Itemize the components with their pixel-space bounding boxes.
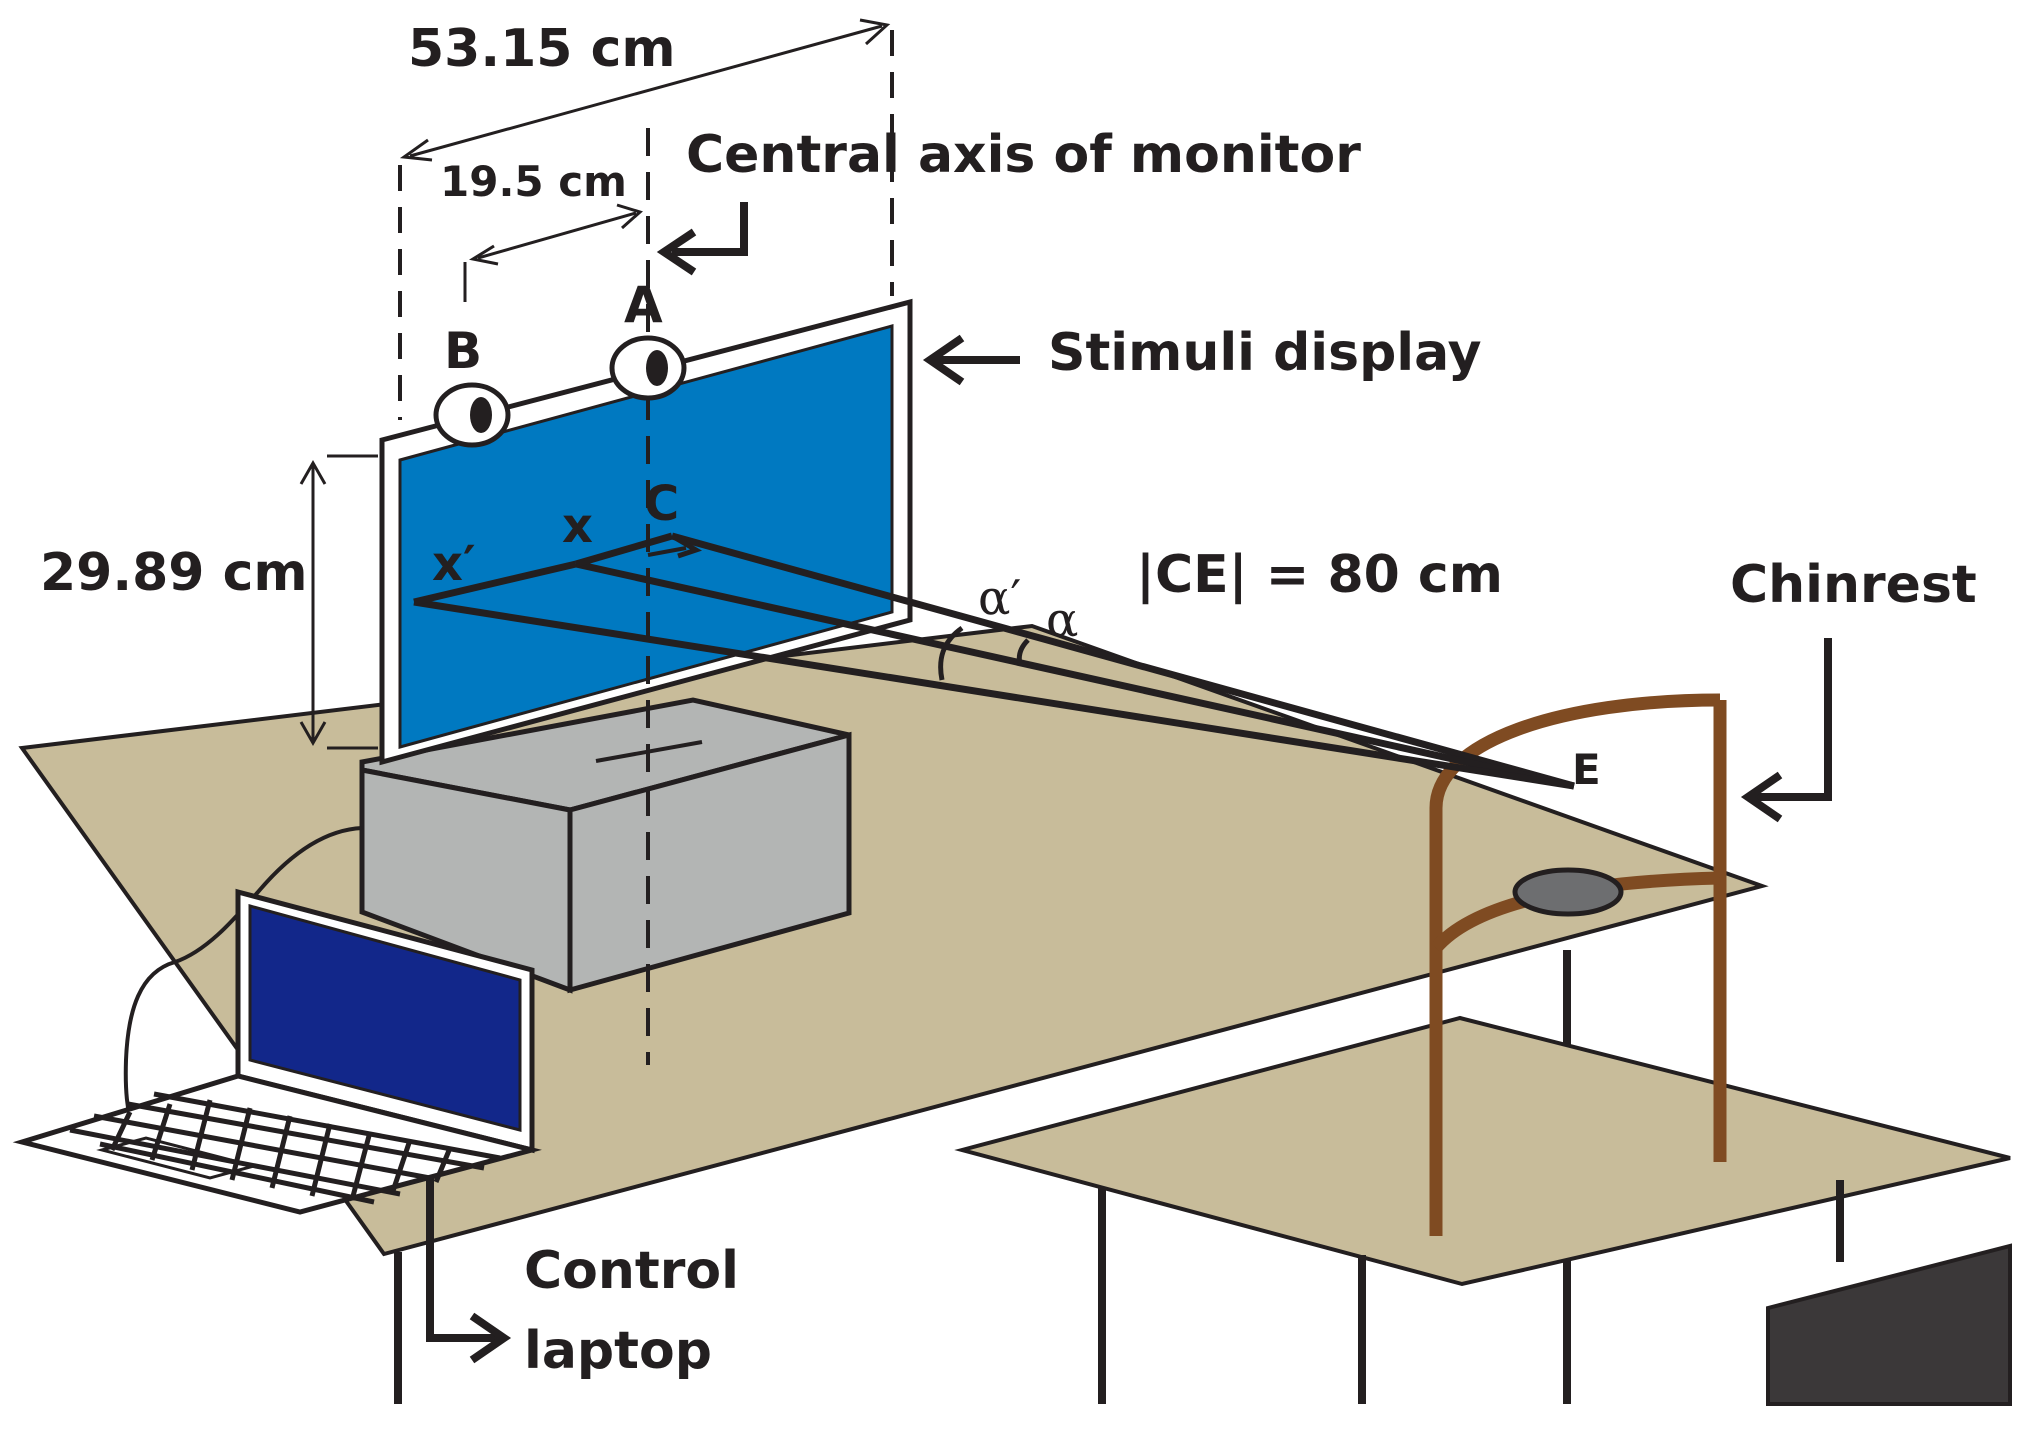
chin-pad [1512,867,1624,917]
point-c-label: C [644,476,679,532]
control-laptop [12,888,542,1215]
monitor-height-label: 29.89 cm [40,543,308,603]
alpha-prime-label: α′ [978,570,1021,626]
point-e-label: E [1572,745,1601,794]
chinrest-pointer [1740,638,1832,823]
camera-b [433,382,511,448]
chinrest-table [954,1015,2011,1404]
monitor-stand-box [359,697,852,994]
height-dimension [299,454,378,750]
alpha-label: α [1046,592,1078,648]
control-laptop-pointer [426,1160,512,1364]
central-axis-label: Central axis of monitor [686,125,1361,185]
viewing-distance-label: |CE| = 80 cm [1136,545,1503,605]
stimuli-display-label: Stimuli display [1048,323,1482,383]
control-laptop-label-line2: laptop [524,1321,712,1381]
chair-back [1766,1243,2012,1406]
point-x-prime-label: x′ [432,536,476,592]
stimuli-display-pointer [922,334,1020,386]
width-dimension [399,18,891,162]
monitor-width-label: 53.15 cm [408,19,676,79]
laptop-touchpad [96,1136,260,1180]
central-axis-pointer [656,202,748,276]
alpha-prime-arc [938,625,964,681]
alpha-arc [1016,638,1030,665]
camera-offset-dimension [463,203,643,302]
camera-offset-label: 19.5 cm [440,157,627,206]
point-a-label: A [624,276,663,334]
control-laptop-label-line1: Control [524,1241,739,1301]
sight-lines [413,532,1575,790]
chinrest-label: Chinrest [1730,555,1977,615]
point-x-label: x [562,498,593,554]
laptop-cable [123,826,363,1131]
point-b-label: B [444,322,482,380]
chinrest [1429,693,1727,1236]
camera-a [609,335,687,401]
